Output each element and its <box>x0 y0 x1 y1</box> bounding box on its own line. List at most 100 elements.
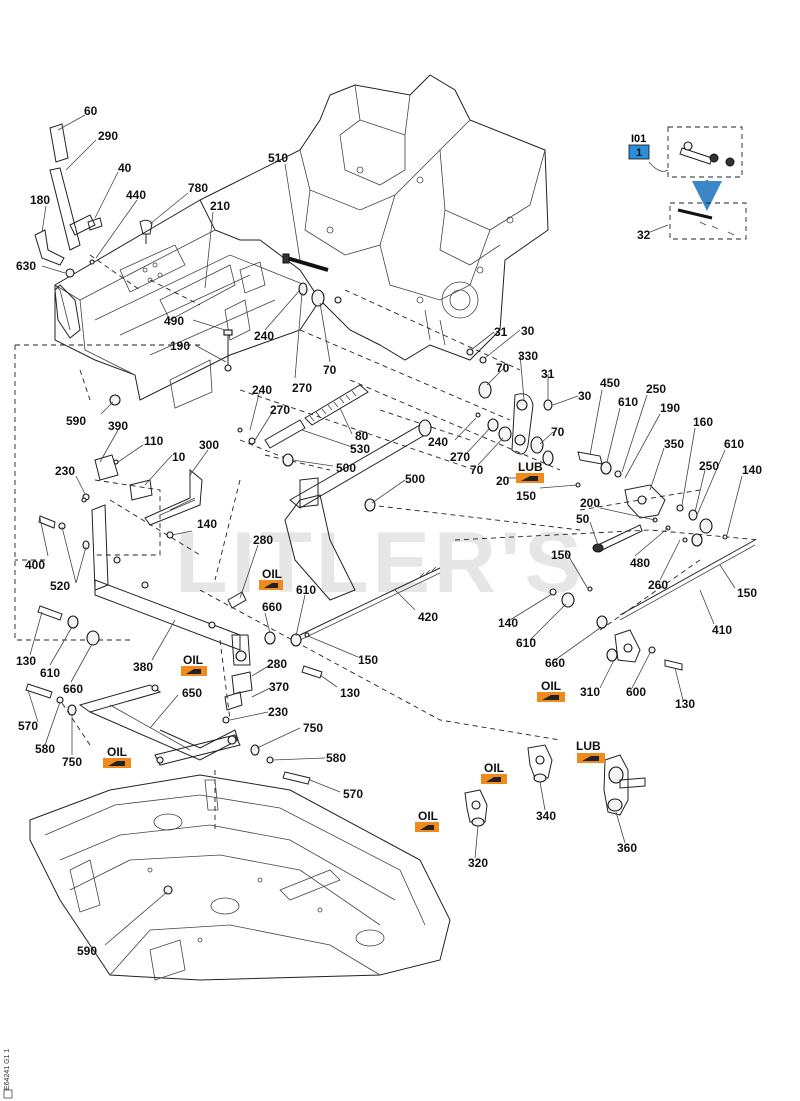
callout-360[interactable]: 360 <box>617 841 637 855</box>
callout-500-right[interactable]: 500 <box>405 472 425 486</box>
callout-310[interactable]: 310 <box>580 685 600 699</box>
callout-750-left[interactable]: 750 <box>62 755 82 769</box>
callout-290[interactable]: 290 <box>98 129 118 143</box>
mower-deck <box>29 774 451 981</box>
callout-280-upper[interactable]: 280 <box>253 533 273 547</box>
callout-270-upper[interactable]: 270 <box>292 381 312 395</box>
callout-350[interactable]: 350 <box>664 437 684 451</box>
oil-tag-label: OIL <box>484 761 504 775</box>
drawing-code: E64241 G1 1 <box>4 1049 11 1090</box>
oil-tag-label: OIL <box>541 679 561 693</box>
callout-230-lower[interactable]: 230 <box>268 705 288 719</box>
callout-140-right[interactable]: 140 <box>742 463 762 477</box>
callout-440[interactable]: 440 <box>126 188 146 202</box>
callout-270-mid[interactable]: 270 <box>270 403 290 417</box>
callout-210[interactable]: 210 <box>210 199 230 213</box>
bolt-510 <box>282 253 329 272</box>
oil-tag-340: OIL <box>481 761 507 784</box>
callout-60[interactable]: 60 <box>84 104 98 118</box>
callout-150-left[interactable]: 150 <box>358 653 378 667</box>
callout-130-left[interactable]: 130 <box>16 654 36 668</box>
callout-240-right[interactable]: 240 <box>428 435 448 449</box>
callout-380[interactable]: 380 <box>133 660 153 674</box>
callout-110[interactable]: 110 <box>144 434 164 448</box>
callout-150-lub[interactable]: 150 <box>516 489 536 503</box>
callout-70-upper[interactable]: 70 <box>323 363 337 377</box>
callout-70-right[interactable]: 70 <box>496 361 510 375</box>
callout-80[interactable]: 80 <box>355 429 369 443</box>
callout-570-right[interactable]: 570 <box>343 787 363 801</box>
callout-70-bushing[interactable]: 70 <box>551 425 565 439</box>
callout-40[interactable]: 40 <box>118 161 132 175</box>
callout-180[interactable]: 180 <box>30 193 50 207</box>
callout-250-upper[interactable]: 250 <box>646 382 666 396</box>
callout-260[interactable]: 260 <box>648 578 668 592</box>
callout-150-right[interactable]: 150 <box>737 586 757 600</box>
callout-190-right[interactable]: 190 <box>660 401 680 415</box>
callout-510[interactable]: 510 <box>268 151 288 165</box>
callout-610-left[interactable]: 610 <box>40 666 60 680</box>
callout-570-left[interactable]: 570 <box>18 719 38 733</box>
callout-580-right[interactable]: 580 <box>326 751 346 765</box>
callout-200[interactable]: 200 <box>580 496 600 510</box>
callout-250-lower[interactable]: 250 <box>699 459 719 473</box>
callout-240-upper[interactable]: 240 <box>254 329 274 343</box>
callout-160[interactable]: 160 <box>693 415 713 429</box>
callout-340[interactable]: 340 <box>536 809 556 823</box>
callout-630[interactable]: 630 <box>16 259 36 273</box>
callout-590-lower[interactable]: 590 <box>77 944 97 958</box>
callout-370[interactable]: 370 <box>269 680 289 694</box>
callout-130-mid[interactable]: 130 <box>340 686 360 700</box>
callout-420[interactable]: 420 <box>418 610 438 624</box>
callout-32[interactable]: 32 <box>637 228 651 242</box>
callout-500-left[interactable]: 500 <box>336 461 356 475</box>
callout-330[interactable]: 330 <box>518 349 538 363</box>
lower-right-bracket-cluster <box>549 586 683 671</box>
callout-130-right[interactable]: 130 <box>675 697 695 711</box>
callout-30-upper[interactable]: 30 <box>521 324 535 338</box>
mid-pivot-cluster <box>222 591 323 724</box>
callout-140-left[interactable]: 140 <box>197 517 217 531</box>
callout-70-lower[interactable]: 70 <box>470 463 484 477</box>
callout-390[interactable]: 390 <box>108 419 128 433</box>
callout-230-upper[interactable]: 230 <box>55 464 75 478</box>
callout-10[interactable]: 10 <box>172 450 186 464</box>
callout-610-lower[interactable]: 610 <box>516 636 536 650</box>
callout-610-far-right[interactable]: 610 <box>724 437 744 451</box>
callout-650[interactable]: 650 <box>182 686 202 700</box>
callout-660-mid[interactable]: 660 <box>262 600 282 614</box>
callout-610-mid[interactable]: 610 <box>296 583 316 597</box>
callout-590-upper[interactable]: 590 <box>66 414 86 428</box>
callout-20[interactable]: 20 <box>496 474 510 488</box>
callout-450[interactable]: 450 <box>600 376 620 390</box>
callout-530[interactable]: 530 <box>350 442 370 456</box>
oil-tag-lever: OIL <box>181 653 207 676</box>
callout-140-lower[interactable]: 140 <box>498 616 518 630</box>
reference-index-badge[interactable] <box>628 144 650 160</box>
callout-780[interactable]: 780 <box>188 181 208 195</box>
callout-600[interactable]: 600 <box>626 685 646 699</box>
callout-320[interactable]: 320 <box>468 856 488 870</box>
callout-30-lower[interactable]: 30 <box>578 389 592 403</box>
callout-480[interactable]: 480 <box>630 556 650 570</box>
lub-tag-label: LUB <box>518 460 543 474</box>
callout-410[interactable]: 410 <box>712 623 732 637</box>
callout-240-mid[interactable]: 240 <box>252 383 272 397</box>
callout-300[interactable]: 300 <box>199 438 219 452</box>
callout-580-left[interactable]: 580 <box>35 742 55 756</box>
callout-750-right[interactable]: 750 <box>303 721 323 735</box>
callout-660-lower[interactable]: 660 <box>545 656 565 670</box>
callout-190-left[interactable]: 190 <box>170 339 190 353</box>
reference-index: 1 <box>636 147 642 159</box>
callout-520[interactable]: 520 <box>50 579 70 593</box>
callout-400[interactable]: 400 <box>25 558 45 572</box>
callout-270-right[interactable]: 270 <box>450 450 470 464</box>
callout-280-lower[interactable]: 280 <box>267 657 287 671</box>
callout-31-upper[interactable]: 31 <box>494 325 508 339</box>
callout-50[interactable]: 50 <box>576 512 590 526</box>
callout-31-lower[interactable]: 31 <box>541 367 555 381</box>
callout-660-left[interactable]: 660 <box>63 682 83 696</box>
callout-150-mid[interactable]: 150 <box>551 548 571 562</box>
callout-610-right[interactable]: 610 <box>618 395 638 409</box>
callout-490[interactable]: 490 <box>164 314 184 328</box>
